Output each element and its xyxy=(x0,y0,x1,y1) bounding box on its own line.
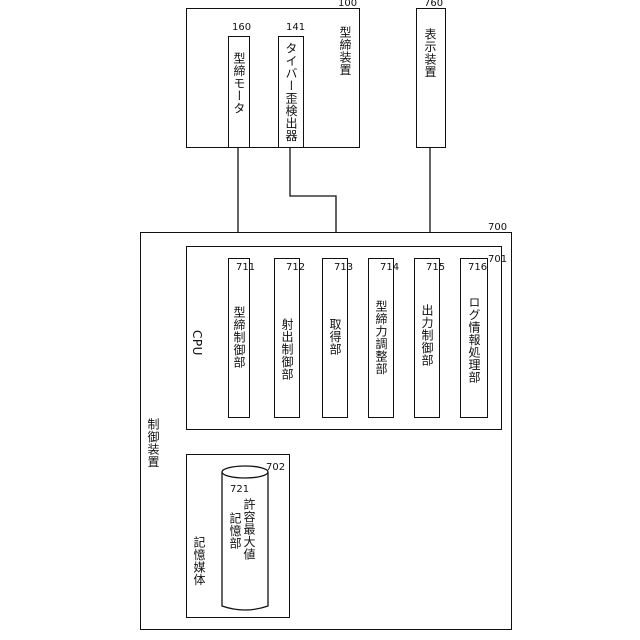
unit-acquisition-ref: 713 xyxy=(334,262,353,273)
allowable-max-storage-label-1: 許容最大値 xyxy=(242,498,256,561)
display-device-ref: 760 xyxy=(424,0,443,9)
unit-acquisition-label: 取得部 xyxy=(328,318,342,356)
cpu-label: CPU xyxy=(190,330,204,356)
mold-clamping-device-ref: 100 xyxy=(338,0,357,9)
cpu-ref: 701 xyxy=(488,254,507,265)
control-device-title: 制御装置 xyxy=(146,418,160,468)
unit-mold-clamping-control-ref: 711 xyxy=(236,262,255,273)
unit-output-control-ref: 715 xyxy=(426,262,445,273)
allowable-max-storage-label-2: 記憶部 xyxy=(228,512,242,550)
unit-clamping-force-adjust-label: 型締力調整部 xyxy=(374,300,388,375)
display-device-title: 表示装置 xyxy=(423,28,437,78)
mold-clamping-device-title: 型締装置 xyxy=(338,26,352,76)
unit-injection-control-label: 射出制御部 xyxy=(280,318,294,381)
unit-clamping-force-adjust-ref: 714 xyxy=(380,262,399,273)
unit-mold-clamping-control-label: 型締制御部 xyxy=(232,306,246,369)
unit-log-info-processing-ref: 716 xyxy=(468,262,487,273)
unit-output-control-label: 出力制御部 xyxy=(420,304,434,367)
tie-bar-strain-sensor-ref: 141 xyxy=(286,22,305,33)
control-device-ref: 700 xyxy=(488,222,507,233)
tie-bar-strain-sensor-label: タイバー歪検出器 xyxy=(284,42,298,142)
storage-medium-label: 記憶媒体 xyxy=(192,536,206,586)
allowable-max-storage-ref: 721 xyxy=(230,484,249,495)
mold-clamping-motor-ref: 160 xyxy=(232,22,251,33)
unit-log-info-processing-label: ログ情報処理部 xyxy=(467,296,481,384)
mold-clamping-device-box xyxy=(186,8,360,148)
unit-injection-control-ref: 712 xyxy=(286,262,305,273)
mold-clamping-motor-label: 型締モータ xyxy=(232,52,246,115)
